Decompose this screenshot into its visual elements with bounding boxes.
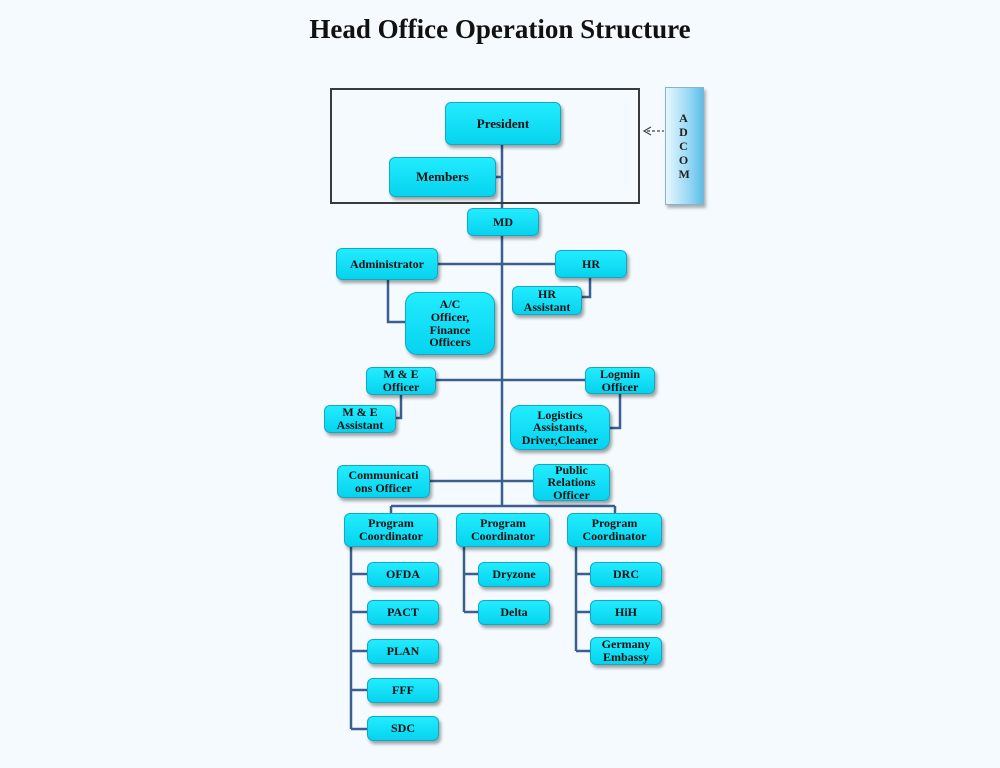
ofda-box: OFDA <box>367 562 439 587</box>
program-coordinator-1-box: Program Coordinator <box>344 513 438 547</box>
germany-embassy-box: Germany Embassy <box>590 637 662 665</box>
adcom-label: ADCOM <box>678 111 692 181</box>
hr-assistant-box: HR Assistant <box>512 286 582 315</box>
president-box: President <box>445 102 561 145</box>
pact-box: PACT <box>367 600 439 625</box>
dashed-left-arrow-icon <box>642 126 664 136</box>
md-box: MD <box>467 208 539 236</box>
delta-box: Delta <box>478 600 550 625</box>
public-relations-officer-box: Public Relations Officer <box>533 463 610 501</box>
me-officer-box: M & E Officer <box>366 367 436 395</box>
sdc-box: SDC <box>367 716 439 741</box>
drc-box: DRC <box>590 562 662 587</box>
program-coordinator-2-box: Program Coordinator <box>456 513 550 547</box>
administrator-box: Administrator <box>336 248 438 280</box>
program-coordinator-3-box: Program Coordinator <box>567 513 662 547</box>
president-members-frame <box>330 88 640 204</box>
me-assistant-box: M & E Assistant <box>324 405 396 433</box>
members-box: Members <box>389 157 496 197</box>
plan-box: PLAN <box>367 639 439 664</box>
hih-box: HiH <box>590 600 662 625</box>
ac-finance-officers-box: A/C Officer, Finance Officers <box>405 292 495 355</box>
hr-box: HR <box>555 250 627 278</box>
page-title: Head Office Operation Structure <box>309 14 691 44</box>
communications-officer-box: Communicati ons Officer <box>337 465 430 498</box>
fff-box: FFF <box>367 678 439 703</box>
dryzone-box: Dryzone <box>478 562 550 587</box>
logistics-box: Logistics Assistants, Driver,Cleaner <box>510 405 610 450</box>
adcom-box: ADCOM <box>665 87 704 205</box>
logmin-officer-box: Logmin Officer <box>585 367 655 394</box>
